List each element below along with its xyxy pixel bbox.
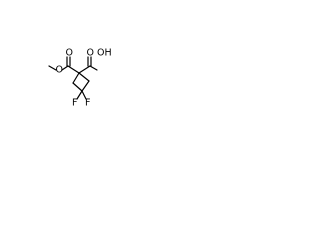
ring-bond-2 [72,82,83,92]
fluorine-right-label: F [85,98,90,109]
acid-ring-bond [78,65,91,74]
acid-hydroxyl-bond [89,65,98,71]
ring-bond-1 [72,72,80,84]
ring-bond-4 [78,72,90,82]
methyl-bond [48,65,57,71]
ester-o-carbon-bond [61,65,69,71]
ring-bond-3 [81,80,90,92]
ester-oxygen-label: O [56,65,63,76]
ester-carbonyl-oxygen-label: O [66,48,73,59]
acid-carbonyl-oxygen-label: O [87,48,94,59]
fluorine-left-label: F [72,98,77,109]
chemical-structure: O O O OH F F [48,48,112,109]
hydroxyl-label: OH [97,48,112,59]
fluorine-left-bond [76,90,83,100]
fluorine-right-bond [81,90,87,100]
ester-ring-bond [67,65,80,74]
